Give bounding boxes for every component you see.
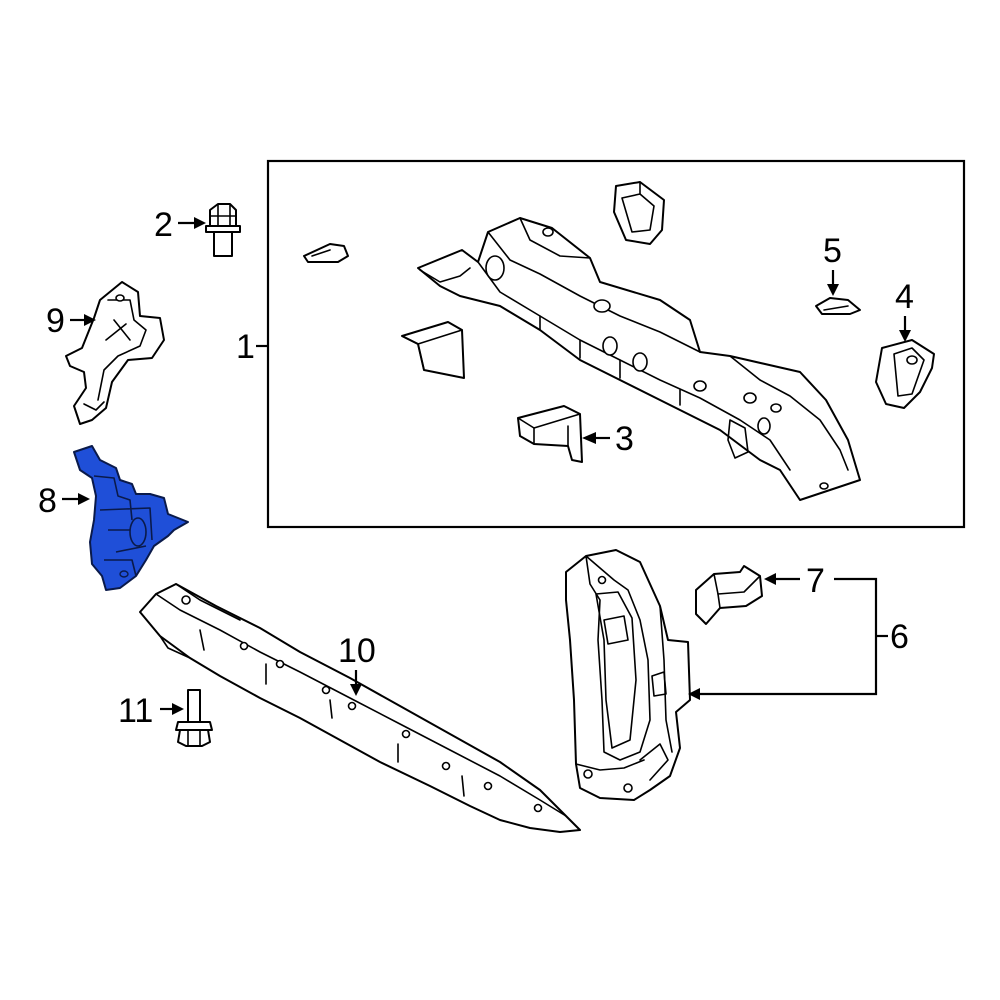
callout-11: 11 bbox=[118, 692, 153, 730]
part-6-side-support bbox=[565, 549, 691, 801]
part-4-bracket bbox=[875, 339, 935, 409]
callout-4: 4 bbox=[895, 278, 914, 316]
left-bracket bbox=[401, 321, 465, 379]
upper-bracket bbox=[613, 181, 665, 245]
part-3-bracket bbox=[517, 405, 583, 463]
callout-5: 5 bbox=[823, 232, 842, 270]
part-9-bracket bbox=[65, 281, 165, 425]
callout-7: 7 bbox=[806, 562, 825, 600]
callout-3: 3 bbox=[615, 420, 634, 458]
part-8-bracket-highlighted bbox=[73, 445, 189, 591]
callout-8: 8 bbox=[38, 482, 57, 520]
small-tab-left bbox=[303, 243, 349, 263]
part-2-bolt bbox=[205, 203, 241, 257]
upper-crossmember bbox=[417, 217, 861, 501]
callout-6: 6 bbox=[890, 618, 909, 656]
callout-9: 9 bbox=[46, 302, 65, 340]
part-10-lower-crossmember bbox=[139, 583, 581, 833]
assembly-box bbox=[266, 159, 966, 529]
part-7-bracket bbox=[695, 565, 763, 625]
part-5-tab bbox=[815, 297, 861, 315]
callout-1: 1 bbox=[236, 328, 255, 366]
part-11-stud-bolt bbox=[175, 689, 213, 747]
callout-2: 2 bbox=[154, 206, 173, 244]
callout-10: 10 bbox=[338, 632, 376, 670]
